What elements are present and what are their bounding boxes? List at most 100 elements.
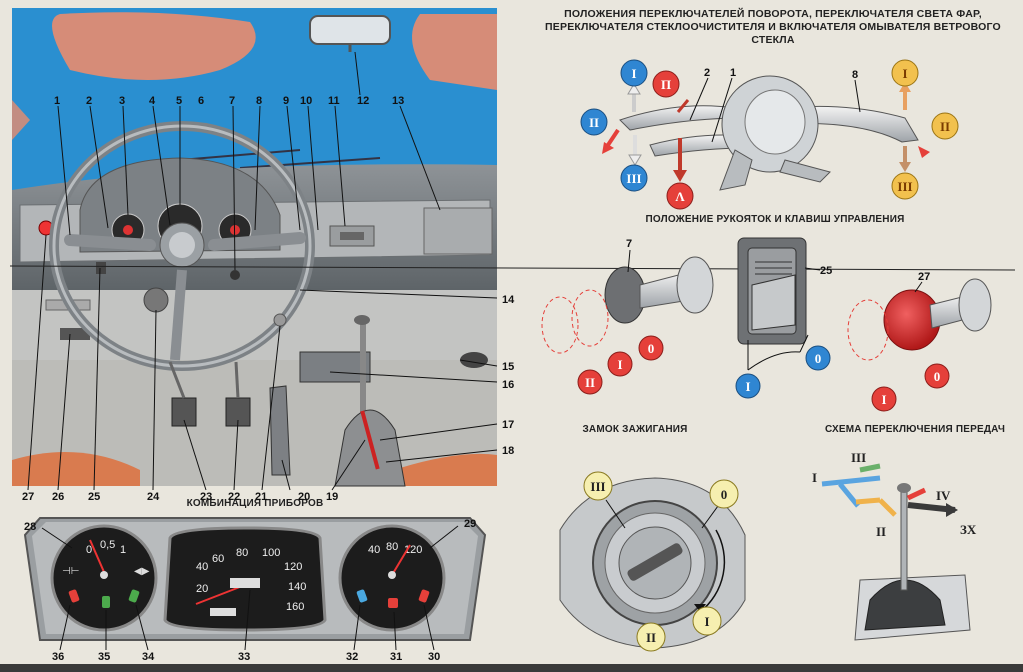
svg-text:Λ: Λ	[675, 189, 685, 204]
callout-16: 16	[502, 379, 514, 391]
svg-text:27: 27	[918, 271, 930, 283]
svg-text:8: 8	[852, 69, 858, 81]
callout-25: 25	[88, 491, 100, 503]
svg-text:II: II	[646, 630, 656, 645]
divider-line	[9, 265, 1016, 271]
ignition-title: ЗАМОК ЗАЖИГАНИЯ	[582, 424, 688, 435]
callout-6: 6	[198, 95, 204, 107]
svg-text:III: III	[897, 179, 912, 194]
seat-left	[12, 452, 140, 486]
svg-text:ЗХ: ЗХ	[960, 522, 977, 537]
callout-11: 11	[328, 95, 340, 107]
svg-text:0: 0	[934, 369, 941, 384]
svg-text:I: I	[881, 392, 886, 407]
callout-15: 15	[502, 361, 514, 373]
switches-title: ПОЛОЖЕНИЯ ПЕРЕКЛЮЧАТЕЛЕЙ ПОВОРОТА, ПЕРЕК…	[545, 8, 1001, 46]
handles-group	[541, 237, 992, 371]
steering-wheel	[49, 121, 315, 371]
svg-text:28: 28	[24, 521, 36, 533]
svg-text:40: 40	[368, 544, 380, 556]
rearview-mirror	[309, 15, 391, 45]
svg-text:III: III	[626, 171, 641, 186]
callout-27: 27	[22, 491, 34, 503]
svg-text:140: 140	[288, 581, 306, 593]
steering-column-switches	[602, 75, 930, 191]
svg-text:II: II	[876, 524, 886, 539]
callout-18: 18	[502, 445, 514, 457]
svg-text:120: 120	[284, 561, 302, 573]
svg-text:30: 30	[428, 651, 440, 663]
svg-text:⊣⊢: ⊣⊢	[62, 566, 79, 577]
seat-right	[400, 453, 497, 486]
callout-2: 2	[86, 95, 92, 107]
svg-text:III: III	[590, 479, 605, 494]
svg-text:160: 160	[286, 601, 304, 613]
svg-text:I: I	[812, 470, 817, 485]
svg-text:I: I	[902, 66, 907, 81]
page-bottom-bar	[0, 664, 1023, 672]
callout-8: 8	[256, 95, 262, 107]
svg-text:35: 35	[98, 651, 110, 663]
switch-badges: I П II III Λ I II III 2 1 8	[580, 59, 959, 210]
svg-text:60: 60	[212, 553, 224, 565]
svg-text:0: 0	[648, 341, 655, 356]
car-interior	[9, 8, 1016, 491]
ignition-lock	[559, 477, 746, 649]
svg-text:0: 0	[721, 487, 728, 502]
callout-1: 1	[54, 95, 60, 107]
svg-text:◀▶: ◀▶	[134, 566, 150, 577]
svg-text:32: 32	[346, 651, 358, 663]
svg-text:0: 0	[815, 351, 822, 366]
svg-text:II: II	[940, 119, 950, 134]
callout-19: 19	[326, 491, 338, 503]
callout-7: 7	[229, 95, 235, 107]
svg-text:I: I	[704, 614, 709, 629]
svg-text:IV: IV	[936, 488, 951, 503]
callouts-top: 1 2 3 4 5 6 7 8 9 10 11 12 13	[54, 95, 404, 107]
gear-labels: I III IV II ЗХ	[812, 450, 977, 539]
svg-text:I: I	[617, 357, 622, 372]
svg-text:100: 100	[262, 547, 280, 559]
callout-5: 5	[176, 95, 182, 107]
svg-text:20: 20	[196, 583, 208, 595]
callout-12: 12	[357, 95, 369, 107]
svg-text:80: 80	[386, 541, 398, 553]
svg-text:29: 29	[464, 518, 476, 530]
svg-text:1: 1	[730, 67, 736, 79]
callout-17: 17	[502, 419, 514, 431]
callout-24: 24	[147, 491, 160, 503]
gears-title: СХЕМА ПЕРЕКЛЮЧЕНИЯ ПЕРЕДАЧ	[824, 424, 1006, 435]
callout-21: 21	[255, 491, 267, 503]
gear-shift-scheme	[821, 463, 971, 641]
svg-text:II: II	[585, 375, 595, 390]
handles-title: ПОЛОЖЕНИЕ РУКОЯТОК И КЛАВИШ УПРАВЛЕНИЯ	[645, 214, 905, 225]
callout-14: 14	[502, 294, 515, 306]
callout-9: 9	[283, 95, 289, 107]
svg-text:33: 33	[238, 651, 250, 663]
callout-3: 3	[119, 95, 125, 107]
svg-text:1: 1	[120, 544, 126, 556]
callout-20: 20	[298, 491, 310, 503]
handles-badges: 0 I II I 0 0 I 7 25 27	[577, 238, 950, 412]
callout-22: 22	[228, 491, 240, 503]
instrument-cluster: 0 0,5 1 ⊣⊢ ◀▶ 20 40 60 80 100 120 130 14…	[23, 517, 487, 641]
svg-text:25: 25	[820, 265, 832, 277]
callouts-right: 14 15 16 17 18	[502, 294, 515, 457]
svg-text:7: 7	[626, 238, 632, 250]
callout-10: 10	[300, 95, 312, 107]
svg-text:III: III	[851, 450, 866, 465]
svg-text:34: 34	[142, 651, 155, 663]
svg-text:2: 2	[704, 67, 710, 79]
cluster-callouts	[41, 525, 459, 651]
callout-23: 23	[200, 491, 212, 503]
svg-text:80: 80	[236, 547, 248, 559]
cluster-callout-labels: 28 29 36 35 34 33 32 31 30	[24, 518, 476, 663]
cluster-title: КОМБИНАЦИЯ ПРИБОРОВ	[186, 498, 324, 509]
svg-text:31: 31	[390, 651, 402, 663]
svg-text:II: II	[589, 115, 599, 130]
svg-text:I: I	[745, 379, 750, 394]
svg-text:П: П	[661, 77, 671, 92]
callout-26: 26	[52, 491, 64, 503]
